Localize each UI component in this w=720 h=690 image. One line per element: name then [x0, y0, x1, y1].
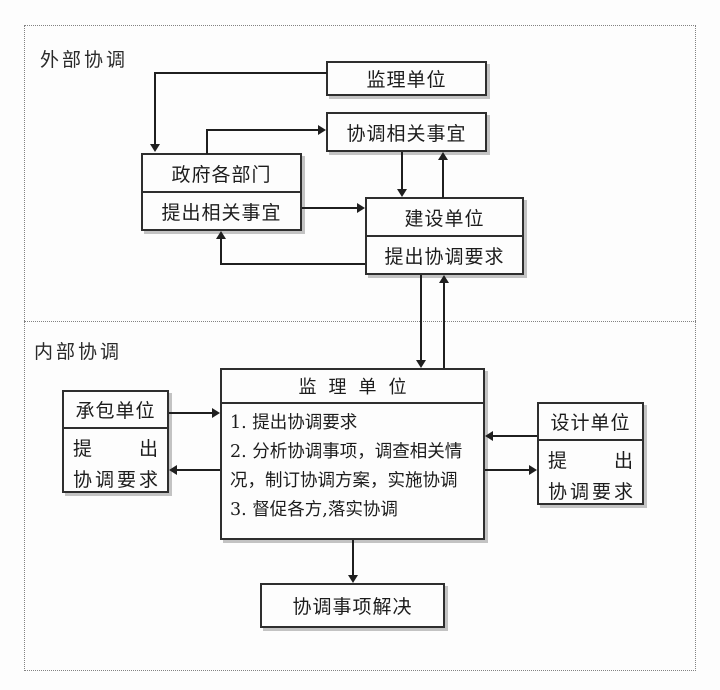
arrow-government-to-construction-head — [357, 203, 365, 213]
arrow-contractor-to-supervision-head — [212, 408, 220, 418]
arrow-design-to-supervision-line — [492, 435, 537, 437]
arrow-supervision-to-government-head — [150, 144, 160, 152]
arrow-supervision-to-resolved-head — [348, 575, 358, 583]
outer-dashed-frame — [24, 25, 696, 671]
box-body: 提出 协调要求 — [539, 441, 642, 508]
arrow-government-to-matters-vline — [206, 129, 208, 154]
arrow-design-to-supervision-head — [485, 431, 493, 441]
box-title: 承包单位 — [64, 392, 167, 429]
box-title: 建设单位 — [367, 199, 522, 237]
task-line-2: 2. 分析协调事项，调查相关情 — [230, 442, 463, 462]
arrow-supervision-to-contractor-line — [176, 469, 220, 471]
box-coordinate-related-matters: 协调相关事宜 — [326, 112, 487, 152]
box-contractor-unit: 承包单位 提出 协调要求 — [62, 390, 169, 493]
arrow-construction-to-matters-line — [442, 160, 444, 198]
box-external-supervision-unit: 监理单位 — [326, 61, 487, 96]
box-subtitle: 提出相关事宜 — [161, 201, 282, 224]
arrow-supervision-to-contractor-head — [169, 465, 177, 475]
box-title: 监理单位 — [222, 370, 483, 404]
arrow-supervision-to-design-line — [485, 469, 530, 471]
request-line-1: 提出 — [73, 438, 158, 460]
arrow-matters-to-construction-head — [397, 189, 407, 197]
box-body: 1. 提出协调要求 2. 分析协调事项，调查相关情 况，制订协调方案，实施协调 … — [222, 404, 483, 525]
request-line-2: 协调要求 — [73, 469, 158, 491]
task-line-3: 况，制订协调方案，实施协调 — [230, 471, 458, 491]
task-line-4: 3. 督促各方,落实协调 — [230, 500, 398, 520]
box-internal-supervision-unit: 监理单位 1. 提出协调要求 2. 分析协调事项，调查相关情 况，制订协调方案，… — [220, 368, 485, 540]
arrow-government-to-matters-head — [318, 125, 326, 135]
arrow-government-to-matters-hline — [206, 129, 319, 131]
request-line-2: 协调要求 — [548, 481, 633, 503]
arrow-construction-to-matters-head — [438, 152, 448, 160]
box-subtitle: 提出协调要求 — [384, 245, 505, 268]
request-line-1: 提出 — [548, 450, 633, 472]
arrow-supervision-to-construction-head — [439, 275, 449, 283]
box-construction-unit: 建设单位 提出协调要求 — [365, 197, 524, 275]
arrow-supervision-to-resolved-line — [352, 540, 354, 576]
arrow-matters-to-construction-line — [401, 152, 403, 190]
box-title: 协调相关事宜 — [346, 122, 467, 145]
arrow-construction-to-supervision-line — [420, 275, 422, 361]
box-coordination-resolved: 协调事项解决 — [260, 583, 445, 628]
box-title: 协调事项解决 — [292, 596, 413, 618]
box-title: 设计单位 — [539, 404, 642, 441]
box-title: 政府各部门 — [143, 155, 300, 193]
arrow-supervision-to-government-vline — [154, 72, 156, 144]
section-label-external: 外部协调 — [40, 49, 129, 71]
arrow-supervision-to-construction-line — [443, 283, 445, 368]
arrow-supervision-to-government-hline — [154, 72, 327, 74]
section-label-internal: 内部协调 — [34, 341, 123, 363]
box-design-unit: 设计单位 提出 协调要求 — [537, 402, 644, 505]
task-line-1: 1. 提出协调要求 — [230, 413, 358, 433]
arrow-government-to-construction-line — [302, 207, 358, 209]
arrow-construction-to-supervision-head — [416, 360, 426, 368]
box-body: 提出 协调要求 — [64, 429, 167, 496]
arrow-construction-to-government-head — [216, 231, 226, 239]
box-title: 监理单位 — [366, 69, 447, 91]
arrow-contractor-to-supervision-line — [169, 412, 213, 414]
arrow-construction-to-government-hline — [220, 263, 365, 265]
arrow-supervision-to-design-head — [529, 465, 537, 475]
section-divider-dashed — [24, 321, 696, 322]
box-government-departments: 政府各部门 提出相关事宜 — [141, 153, 302, 231]
arrow-construction-to-government-vline — [220, 239, 222, 265]
